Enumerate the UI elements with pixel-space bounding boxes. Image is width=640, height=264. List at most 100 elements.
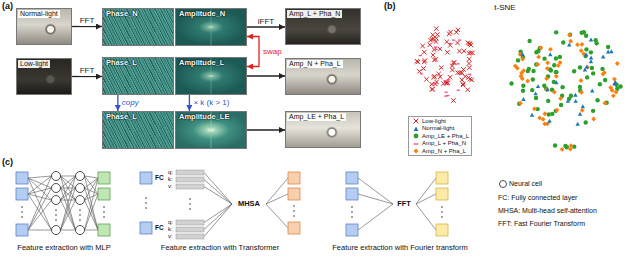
dash-marker [420, 73, 423, 74]
circle-marker [561, 40, 565, 44]
cross-marker [416, 60, 420, 64]
cross-marker [422, 60, 426, 64]
link-line [358, 194, 393, 204]
circle-marker [584, 120, 588, 124]
circle-marker [554, 56, 558, 60]
feature-square [16, 224, 28, 236]
link-line [358, 178, 393, 204]
dash-marker [447, 79, 450, 80]
link-line [61, 176, 76, 230]
link-line [28, 178, 52, 200]
diamond-marker [591, 117, 596, 122]
circle-marker [534, 96, 538, 100]
cross-marker [452, 60, 456, 64]
neuron-marker [52, 172, 61, 181]
link-line [204, 187, 232, 205]
circle-marker [554, 70, 558, 74]
link-line [61, 176, 76, 230]
diamond-marker [525, 79, 530, 84]
triangle-marker [536, 84, 540, 88]
diamond-marker [615, 61, 620, 66]
diamond-marker [611, 93, 616, 98]
qkv-bar [176, 220, 204, 225]
neuron-marker [52, 196, 61, 205]
flow-arrow [247, 75, 285, 76]
feature-square [140, 222, 152, 234]
triangle-marker [613, 80, 617, 84]
circle-marker [558, 55, 562, 59]
circle-marker [591, 71, 595, 75]
ellipsis-dot [351, 206, 353, 208]
cross-marker [445, 50, 449, 54]
circle-marker [578, 65, 582, 69]
link-line [85, 178, 99, 200]
diamond-marker [558, 96, 563, 101]
diamond-marker [544, 87, 549, 92]
ellipsis-dot [145, 202, 147, 204]
spectrum-panel: Amplitude_LE [175, 111, 247, 149]
flow-arrow [189, 95, 190, 111]
link-line [85, 188, 99, 230]
circle-marker [526, 69, 530, 73]
ellipsis-dot [79, 219, 81, 221]
ellipsis-dot [21, 206, 23, 208]
cross-marker [462, 49, 466, 53]
diamond-marker [520, 57, 525, 62]
circle-marker [595, 98, 599, 102]
dash-marker [419, 55, 422, 56]
diamond-marker [519, 71, 524, 76]
ellipsis-dot [441, 211, 443, 213]
legend-text: Normal-light [422, 125, 454, 132]
cross-marker [435, 32, 439, 36]
diamond-marker [560, 147, 565, 152]
neuron-marker [52, 226, 61, 235]
text-label: q: [168, 219, 173, 226]
cross-marker [465, 88, 469, 92]
diamond-marker [548, 47, 553, 52]
text-label: MHSA: Multi-head self-attention [498, 207, 597, 215]
feature-square [98, 224, 110, 236]
link-line [85, 176, 99, 178]
circle-marker [536, 49, 540, 53]
cross-marker [467, 57, 471, 61]
legend-sample [411, 116, 421, 126]
diamond-marker [545, 66, 550, 71]
feature-square [436, 188, 448, 200]
link-line [61, 176, 76, 188]
cross-marker [461, 82, 465, 86]
ellipsis-dot [103, 211, 105, 213]
triangle-marker [554, 80, 558, 84]
cross-marker [461, 67, 465, 71]
flow-arrow [247, 26, 285, 27]
image-panel: Normal-light [16, 8, 72, 45]
circle-marker [569, 94, 573, 98]
dash-marker [458, 39, 461, 40]
link-line [28, 194, 52, 230]
diamond-marker [579, 48, 584, 53]
text-label: v: [168, 183, 173, 190]
flow-arrow [247, 37, 259, 67]
diamond-marker [515, 66, 520, 71]
diamond-marker [579, 90, 584, 95]
feature-square [98, 188, 110, 200]
circle-marker [516, 58, 520, 62]
cross-marker [467, 51, 471, 55]
link-line [28, 200, 52, 230]
link-line [204, 204, 232, 230]
legend-sample [411, 146, 421, 156]
triangle-marker [589, 59, 593, 63]
feature-square [288, 172, 300, 184]
triangle-marker [601, 55, 605, 59]
cross-marker [434, 27, 438, 31]
text-label: FFT: Fast Fourier Transform [498, 220, 585, 228]
text-label: MHSA [238, 200, 260, 209]
qkv-bar [176, 170, 204, 175]
qkv-bar [176, 234, 204, 239]
diamond-marker [612, 77, 617, 82]
dash-marker [443, 80, 446, 81]
triangle-marker [545, 87, 549, 91]
feature-square [346, 224, 358, 236]
dash-marker [432, 83, 435, 84]
feature-square [346, 188, 358, 200]
